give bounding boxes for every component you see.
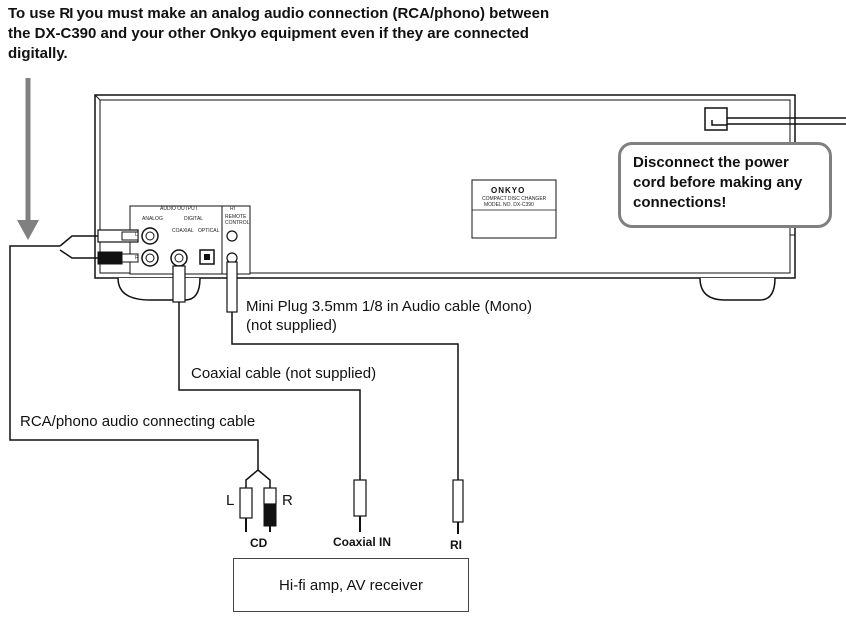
cd-changer-rear-panel [94,94,846,301]
panel-analog-label: ANALOG [142,216,163,222]
nameplate-brand: ONKYO [491,186,526,195]
amplifier-box: Hi-fi amp, AV receiver [233,558,469,612]
panel-r-label: R [135,255,139,261]
nameplate [471,179,557,239]
panel-audio-output-label: AUDIO OUTPUT [160,206,198,212]
cd-input-label: CD [250,536,268,550]
power-warning-callout: Disconnect the power cord before making … [618,142,832,228]
panel-digital-label: DIGITAL [184,216,204,222]
top-note-suffix: you must make an analog audio connection… [8,5,550,62]
coaxial-cable-label: Coaxial cable (not supplied) [191,365,377,382]
coaxial-in-label: Coaxial IN [333,535,392,549]
nameplate-line1: COMPACT DISC CHANGER [482,196,547,202]
mini-plug-sub-label: (not supplied) [246,317,337,334]
panel-optical-label: OPTICAL [198,228,220,234]
right-channel-label: R [282,492,293,509]
top-note: To use RI you must make an analog audio … [8,4,568,64]
coaxial-cable [172,265,367,532]
panel-coaxial-label: COAXIAL [172,228,194,234]
panel-control-label: CONTROL [225,220,250,226]
rca-cable-label: RCA/phono audio connecting cable [20,413,256,430]
mini-plug-label: Mini Plug 3.5mm 1/8 in Audio cable (Mono… [246,298,532,315]
panel-ri-label: RI [230,206,235,212]
panel-remote-label: REMOTE [225,214,247,220]
ri-input-label: RI [450,538,462,552]
amplifier-label: Hi-fi amp, AV receiver [279,576,423,594]
left-channel-label: L [226,492,235,509]
top-note-prefix: To use [8,5,56,22]
mini-plug-cable [226,261,464,534]
rca-plugs-amp [239,469,277,532]
rca-plugs-device [9,229,259,470]
ri-logo: RI [59,5,73,22]
down-arrow-icon [17,78,39,240]
panel-l-label: L [135,232,138,238]
nameplate-line2: MODEL NO. DX-C390 [484,202,534,208]
